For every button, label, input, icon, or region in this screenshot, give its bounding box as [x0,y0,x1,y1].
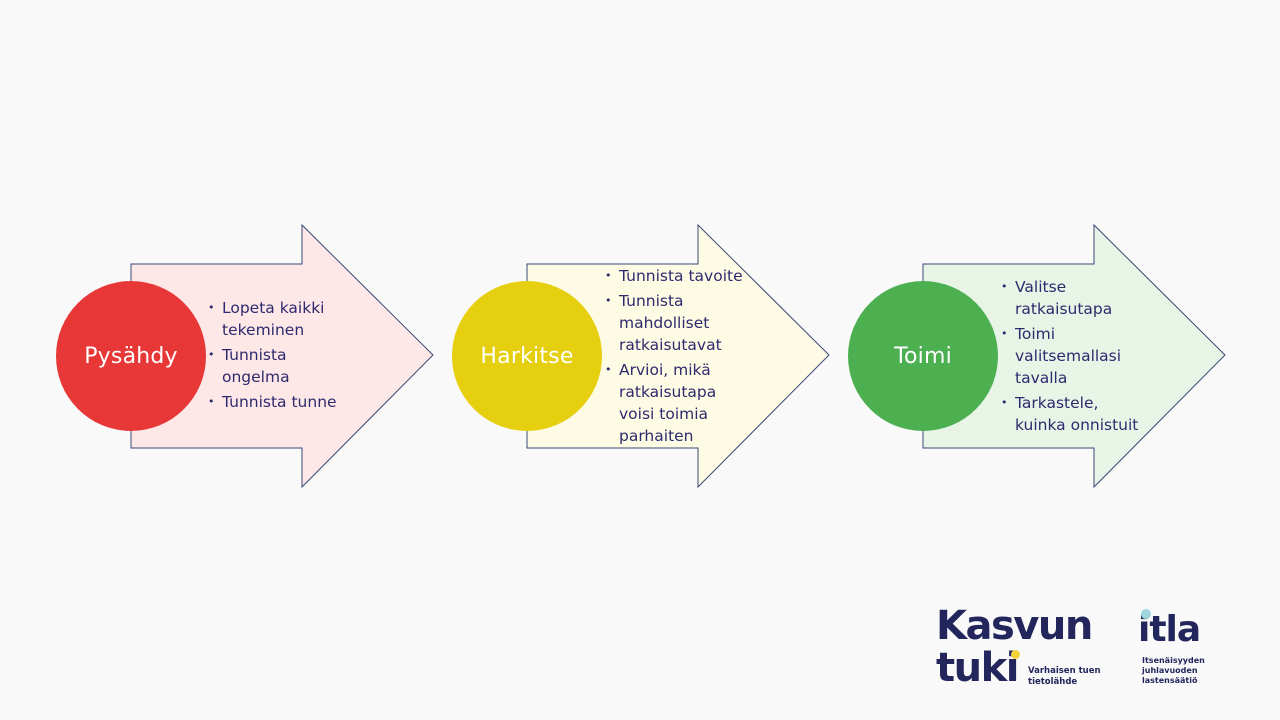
step-circle-pysahdy: Pysähdy [56,281,206,431]
step-circle-harkitse: Harkitse [452,281,602,431]
bullet-item: Lopeta kaikki tekeminen [208,297,338,341]
bullet-item: Arvioi, mikä ratkaisutapa voisi toimia p… [605,359,755,447]
step-toimi: Toimi Valitse ratkaisutapa Toimi valitse… [848,0,1248,720]
bullet-item: Tunnista tunne [208,391,338,413]
bullet-item: Valitse ratkaisutapa [1001,276,1146,320]
bullet-list-pysahdy: Lopeta kaikki tekeminen Tunnista ongelma… [208,297,338,416]
bullet-list-harkitse: Tunnista tavoite Tunnista mahdolliset ra… [605,265,755,450]
bullet-item: Tunnista mahdolliset ratkaisutavat [605,290,755,356]
itla-logo-dot-icon [1141,609,1151,619]
tuki-logo-text: tuki [936,645,1019,691]
itla-logo-tagline: Itsenäisyyden juhlavuoden lastensäätiö [1142,656,1205,685]
itla-logo: itla Itsenäisyyden juhlavuoden lastensää… [1138,608,1228,694]
step-label-harkitse: Harkitse [480,343,574,369]
step-pysahdy: Pysähdy Lopeta kaikki tekeminen Tunnista… [56,0,456,720]
step-label-toimi: Toimi [894,343,952,369]
step-harkitse: Harkitse Tunnista tavoite Tunnista mahdo… [452,0,852,720]
step-circle-toimi: Toimi [848,281,998,431]
kasvun-tuki-logo: Kasvun tuki Varhaisen tuen tietolähde [936,603,1101,692]
bullet-item: Tarkastele, kuinka onnistuit [1001,392,1146,436]
kasvun-logo-text: Kasvun [936,603,1093,649]
kasvun-logo-dot-icon [1011,650,1020,659]
kasvun-logo-tagline: Varhaisen tuen tietolähde [1028,666,1101,687]
bullet-item: Toimi valitsemallasi tavalla [1001,323,1146,389]
bullet-list-toimi: Valitse ratkaisutapa Toimi valitsemallas… [1001,276,1146,439]
bullet-item: Tunnista ongelma [208,344,338,388]
step-label-pysahdy: Pysähdy [84,343,178,369]
bullet-item: Tunnista tavoite [605,265,755,287]
